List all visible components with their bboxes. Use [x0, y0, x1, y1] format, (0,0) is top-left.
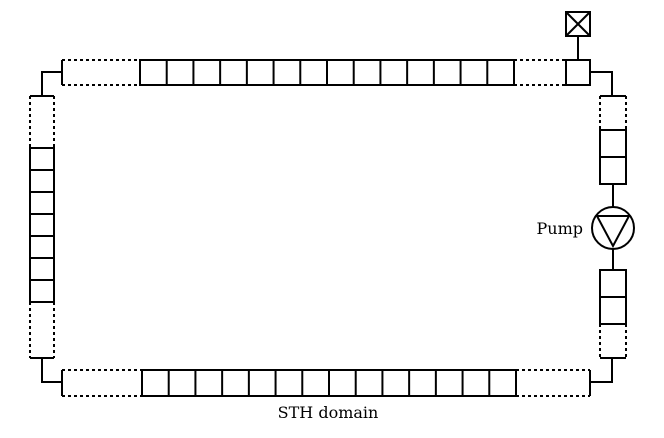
valve-box-x-icon [565, 11, 591, 37]
top-pipe-dividers [165, 60, 489, 85]
left-pipe [29, 95, 55, 359]
right-upper-pipe [599, 95, 627, 185]
left-pipe-dividers [30, 169, 54, 281]
connector-bottom-left [41, 358, 62, 383]
pump-label: Pump [537, 219, 583, 238]
connector-top-left [41, 71, 62, 96]
top-pipe [61, 59, 591, 86]
connector-top-right [590, 71, 613, 96]
connector-bottom-right [590, 358, 613, 383]
pump-triangle-icon [591, 206, 635, 250]
right-lower-pipe [599, 269, 627, 359]
bottom-pipe-dividers [167, 370, 491, 396]
bottom-pipe [61, 369, 591, 397]
domain-label: STH domain [278, 403, 379, 422]
